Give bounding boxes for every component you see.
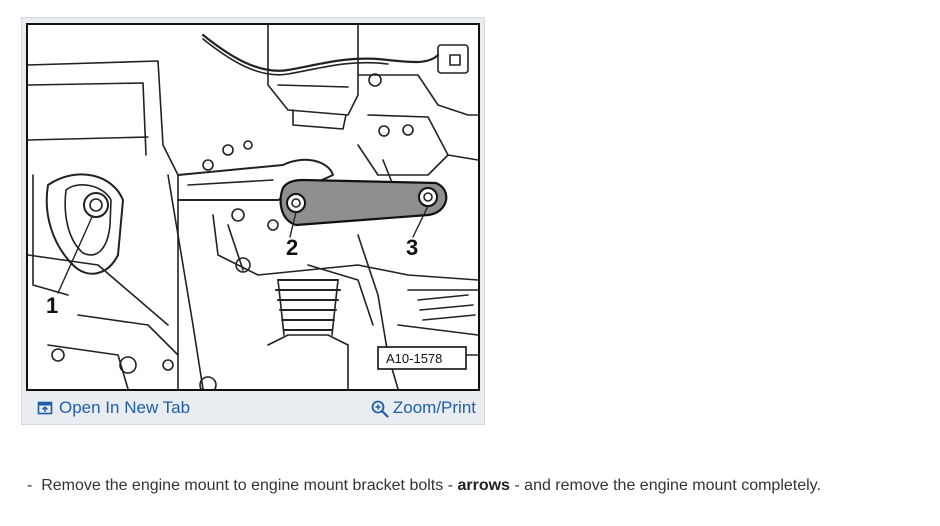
figure-id-label: A10-1578 (386, 351, 442, 366)
open-in-new-tab-link[interactable]: Open In New Tab (37, 398, 190, 418)
instruction-text-after: - and remove the engine mount completely… (514, 477, 821, 494)
technical-illustration: 1 2 3 A10-1578 (26, 23, 480, 391)
instruction-text-before: Remove the engine mount to engine mount … (41, 477, 454, 494)
instruction-bullet: - (27, 477, 33, 494)
instruction-bold-term: arrows (457, 477, 510, 494)
engine-mount-diagram: 1 2 3 A10-1578 (28, 25, 478, 389)
magnifier-plus-icon (371, 400, 389, 418)
open-in-new-tab-label: Open In New Tab (59, 398, 191, 417)
figure-card: 1 2 3 A10-1578 Open In New Tab (21, 17, 485, 425)
zoom-print-label: Zoom/Print (392, 398, 476, 417)
callout-3: 3 (406, 235, 418, 260)
zoom-print-link[interactable]: Zoom/Print (371, 398, 476, 418)
open-new-tab-icon (37, 400, 53, 416)
instruction-step: - Remove the engine mount to engine moun… (27, 477, 821, 495)
callout-1: 1 (46, 293, 58, 318)
callout-2: 2 (286, 235, 298, 260)
figure-id-box (377, 346, 467, 370)
figure-toolbar: Open In New Tab Zoom/Print (22, 392, 484, 424)
